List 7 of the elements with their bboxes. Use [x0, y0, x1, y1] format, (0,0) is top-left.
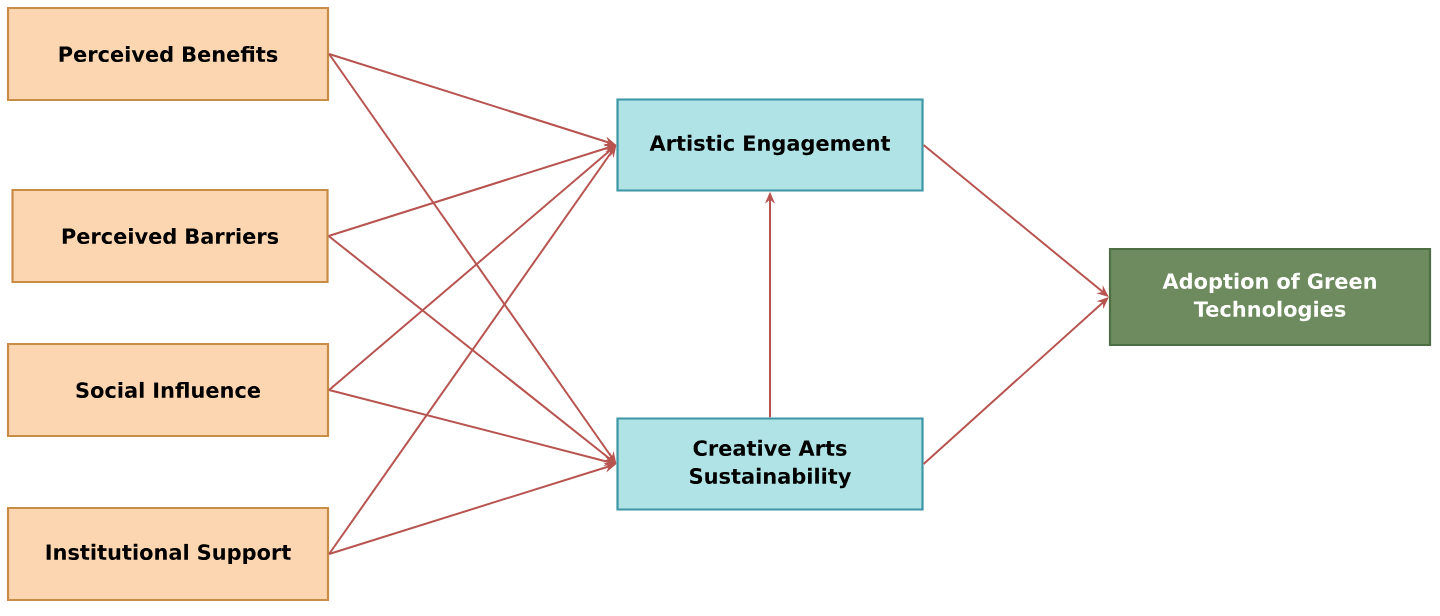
factor-box: Perceived Barriers [11, 188, 329, 284]
outcome-box: Adoption of Green Technologies [1108, 247, 1432, 347]
factor-box: Institutional Support [6, 506, 330, 602]
mediator-box: Creative Arts Sustainability [616, 417, 924, 511]
factor-box: Perceived Benefits [6, 6, 330, 102]
factor-box: Social Influence [6, 342, 330, 438]
mediator-box: Artistic Engagement [616, 98, 924, 192]
